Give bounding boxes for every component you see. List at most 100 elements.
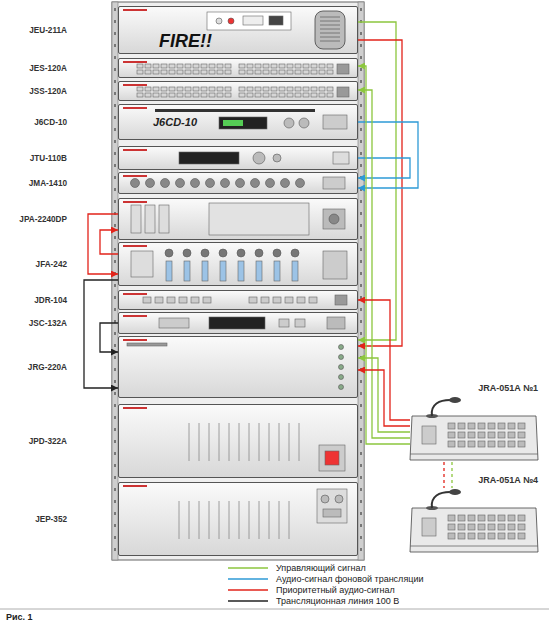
model-name: JSS-120A <box>0 87 67 96</box>
panel-illustration <box>119 405 357 477</box>
drawn-rect <box>448 524 455 530</box>
drawn-rect <box>193 87 199 91</box>
drawn-rect <box>311 93 317 97</box>
drawn-rect <box>114 464 116 467</box>
drawn-rect <box>193 93 199 97</box>
drawn-rect <box>360 32 362 35</box>
drawn-rect <box>145 64 151 68</box>
drawn-line <box>228 578 268 580</box>
drawn-circle <box>273 154 281 162</box>
drawn-rect <box>311 64 317 68</box>
drawn-line <box>289 501 290 539</box>
panel-label: J6CD-10 <box>153 116 197 128</box>
drawn-rect <box>127 343 167 346</box>
drawn-rect <box>360 296 362 299</box>
drawn-rect <box>114 200 116 203</box>
drawn-line <box>249 423 250 461</box>
rack-unit: JSC-132A <box>118 312 358 334</box>
drawn-circle <box>183 249 191 257</box>
drawn-rect <box>508 524 515 530</box>
drawn-rect <box>193 64 199 68</box>
drawn-line <box>199 501 200 539</box>
drawn-rect <box>360 512 362 515</box>
panel-illustration <box>119 291 357 309</box>
drawn-rect <box>360 8 362 11</box>
drawn-rect <box>145 87 151 91</box>
rack-unit: JES-120A <box>118 58 358 78</box>
drawn-rect <box>478 441 485 447</box>
drawn-circle <box>161 179 170 188</box>
drawn-rect <box>114 380 116 383</box>
drawn-rect <box>123 315 147 317</box>
drawn-line <box>228 600 268 602</box>
drawn-rect <box>287 70 293 74</box>
drawn-circle <box>201 249 209 257</box>
drawn-rect <box>360 464 362 467</box>
drawn-circle <box>266 179 275 188</box>
panel-illustration <box>119 82 357 100</box>
drawn-rect <box>488 423 495 429</box>
drawn-rect <box>295 64 301 68</box>
drawn-circle <box>321 495 329 503</box>
drawn-rect <box>159 205 169 233</box>
drawn-rect <box>153 87 159 91</box>
legend-text: Аудио-сигнал фоновой трансляции <box>276 574 423 584</box>
drawn-circle <box>329 214 339 224</box>
drawn-rect <box>114 68 116 71</box>
drawn-circle <box>228 18 234 24</box>
drawn-rect <box>177 64 183 68</box>
drawn-rect <box>488 524 495 530</box>
drawn-rect <box>458 515 465 521</box>
rack-unit: JRG-220A <box>118 336 358 398</box>
drawn-rect <box>360 524 362 527</box>
drawn-rect <box>114 92 116 95</box>
drawn-line <box>228 589 268 591</box>
drawn-rect <box>360 92 362 95</box>
drawn-line <box>228 567 268 569</box>
drawn-rect <box>468 524 475 530</box>
legend-line-sample <box>228 586 268 594</box>
drawn-rect <box>123 293 147 295</box>
drawn-rect <box>335 295 347 305</box>
console-illustration <box>410 396 538 462</box>
drawn-line <box>269 423 270 461</box>
drawn-rect <box>287 87 293 91</box>
model-name: JTU-110B <box>0 154 67 163</box>
legend-line-sample <box>228 597 268 605</box>
drawn-rect <box>114 296 116 299</box>
drawn-line <box>279 423 280 461</box>
drawn-rect <box>360 536 362 539</box>
drawn-rect <box>518 432 525 438</box>
drawn-rect <box>123 201 147 203</box>
legend-row: Приоритетный аудио-сигнал <box>228 584 423 595</box>
drawn-rect <box>261 297 269 303</box>
drawn-rect <box>123 245 147 247</box>
drawn-rect <box>243 16 263 25</box>
drawn-rect <box>279 70 285 74</box>
drawn-rect <box>217 87 223 91</box>
drawn-rect <box>360 56 362 59</box>
drawn-rect <box>114 428 116 431</box>
drawn-rect <box>303 70 309 74</box>
rack-unit: JDR-104 <box>118 290 358 310</box>
drawn-rect <box>123 9 147 11</box>
drawn-rect <box>292 261 298 281</box>
rack-unit: JMA-1410 <box>118 172 358 194</box>
drawn-line <box>219 423 220 461</box>
signal-wire <box>358 66 410 444</box>
drawn-rect <box>177 87 183 91</box>
model-name: JES-120A <box>0 64 67 73</box>
drawn-rect <box>114 416 116 419</box>
drawn-rect <box>123 107 147 109</box>
drawn-rect <box>279 93 285 97</box>
remote-console: JRA-051A №4 <box>410 488 538 554</box>
drawn-rect <box>360 164 362 167</box>
drawn-rect <box>279 64 285 68</box>
model-name: JRA-051A №1 <box>478 383 538 393</box>
drawn-rect <box>508 515 515 521</box>
drawn-circle <box>237 249 245 257</box>
signal-wire <box>100 230 118 254</box>
drawn-circle <box>253 152 265 164</box>
console-illustration <box>410 488 538 554</box>
panel-illustration <box>119 7 357 53</box>
